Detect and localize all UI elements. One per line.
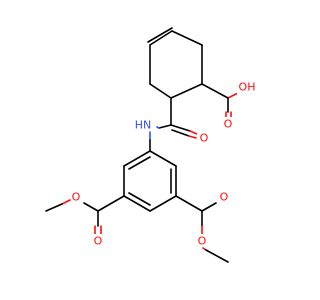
carboxyl-oxygen-label: O bbox=[224, 118, 233, 131]
carboxylic-acid-group: OH O bbox=[201, 80, 257, 131]
benzene-ring bbox=[123, 150, 177, 212]
amide-nh-label: HN bbox=[135, 119, 152, 132]
cyclohexene-ring bbox=[147, 27, 203, 99]
right-methyl-ester-group: O O bbox=[175, 190, 230, 263]
ring-double-bond bbox=[147, 27, 173, 43]
hydroxyl-label: OH bbox=[239, 81, 256, 94]
left-methyl-ester-group: O O bbox=[45, 190, 125, 248]
chemical-structure-diagram: OH O O HN O bbox=[45, 27, 257, 263]
right-ester-carbonyl-o-label: O bbox=[220, 191, 229, 204]
amide-oxygen-label: O bbox=[200, 132, 209, 145]
right-ester-ether-o-label: O bbox=[198, 235, 207, 248]
amide-group: O HN bbox=[132, 97, 209, 152]
left-ester-ether-o-label: O bbox=[72, 191, 81, 204]
left-ester-carbonyl-o-label: O bbox=[94, 235, 103, 248]
